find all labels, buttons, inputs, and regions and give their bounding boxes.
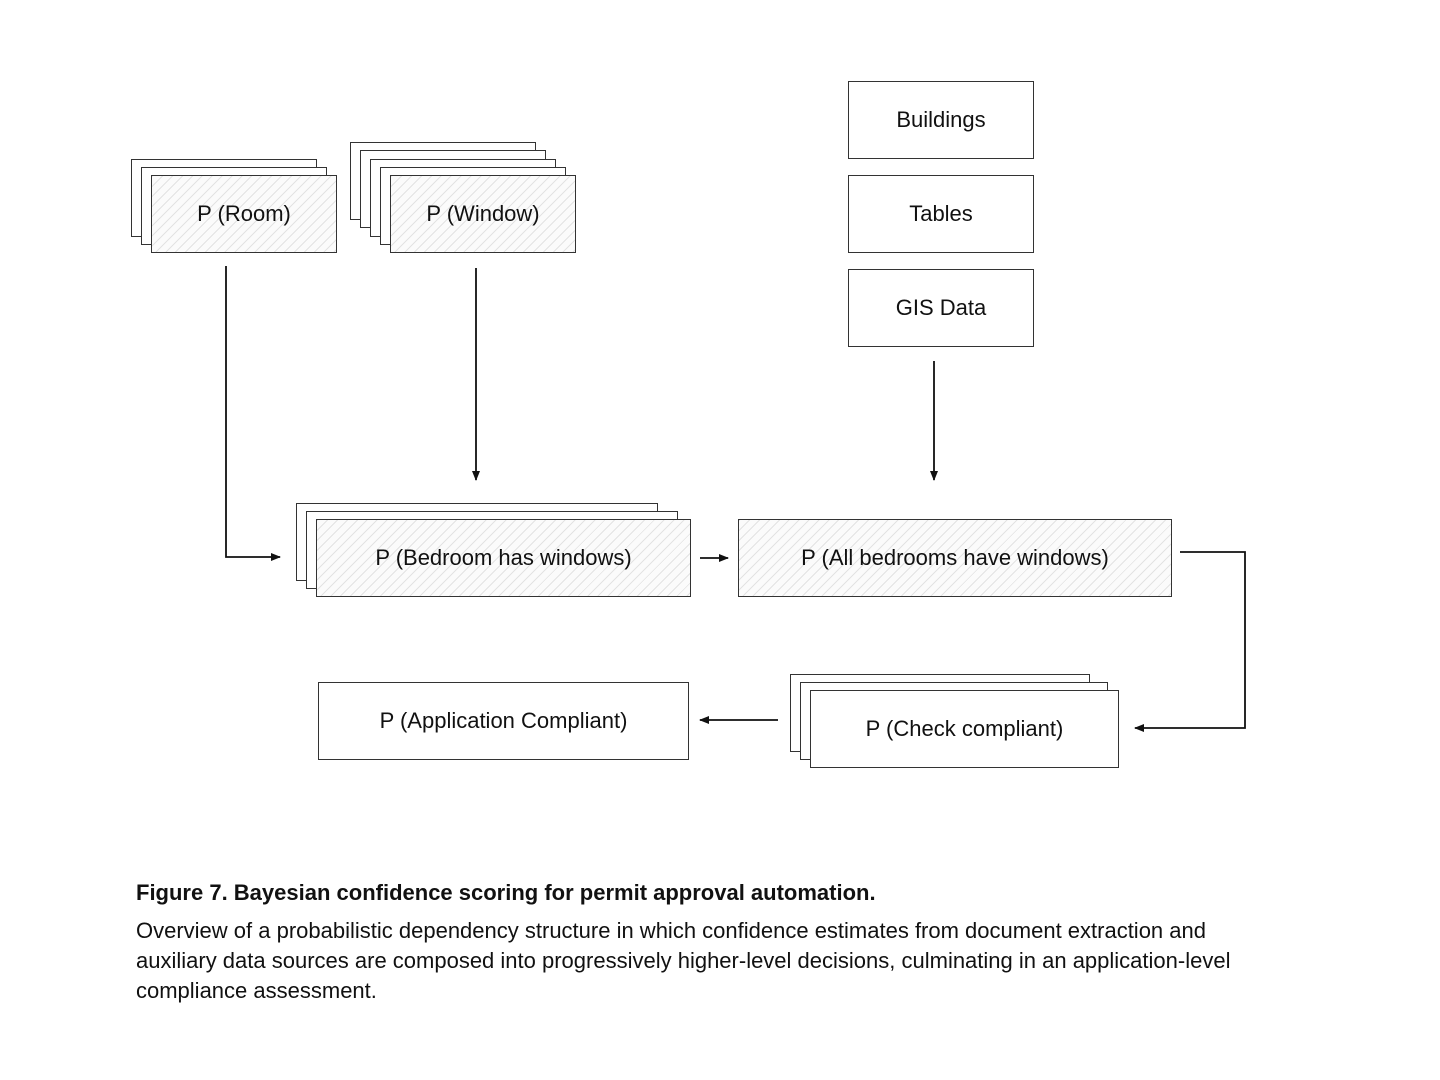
node-application-compliant-label: P (Application Compliant) bbox=[379, 708, 628, 733]
node-room: P (Room) bbox=[151, 175, 337, 253]
node-window-label: P (Window) bbox=[426, 201, 540, 226]
node-all-bedrooms-have-windows-label: P (All bedrooms have windows) bbox=[801, 545, 1109, 570]
edge-all-bedrooms-to-check bbox=[1134, 551, 1246, 732]
node-bedroom-has-windows-label: P (Bedroom has windows) bbox=[375, 545, 632, 570]
caption-body: Overview of a probabilistic dependency s… bbox=[136, 918, 1231, 1003]
node-all-bedrooms-have-windows: P (All bedrooms have windows) bbox=[738, 519, 1172, 597]
node-check-compliant: P (Check compliant) bbox=[810, 690, 1119, 768]
node-tables: Tables bbox=[848, 175, 1034, 253]
edge-room-to-bedroom bbox=[225, 266, 281, 561]
node-application-compliant: P (Application Compliant) bbox=[318, 682, 689, 760]
node-check-compliant-label: P (Check compliant) bbox=[865, 716, 1064, 741]
node-gis-data: GIS Data bbox=[848, 269, 1034, 347]
node-room-label: P (Room) bbox=[197, 201, 291, 226]
node-gis-data-label: GIS Data bbox=[895, 295, 987, 320]
node-buildings-label: Buildings bbox=[896, 107, 986, 132]
node-buildings: Buildings bbox=[848, 81, 1034, 159]
caption-title: Figure 7. Bayesian confidence scoring fo… bbox=[136, 880, 876, 905]
node-tables-label: Tables bbox=[909, 201, 973, 226]
node-window: P (Window) bbox=[390, 175, 576, 253]
node-bedroom-has-windows: P (Bedroom has windows) bbox=[316, 519, 691, 597]
figure-caption: Figure 7. Bayesian confidence scoring fo… bbox=[136, 880, 1256, 1006]
